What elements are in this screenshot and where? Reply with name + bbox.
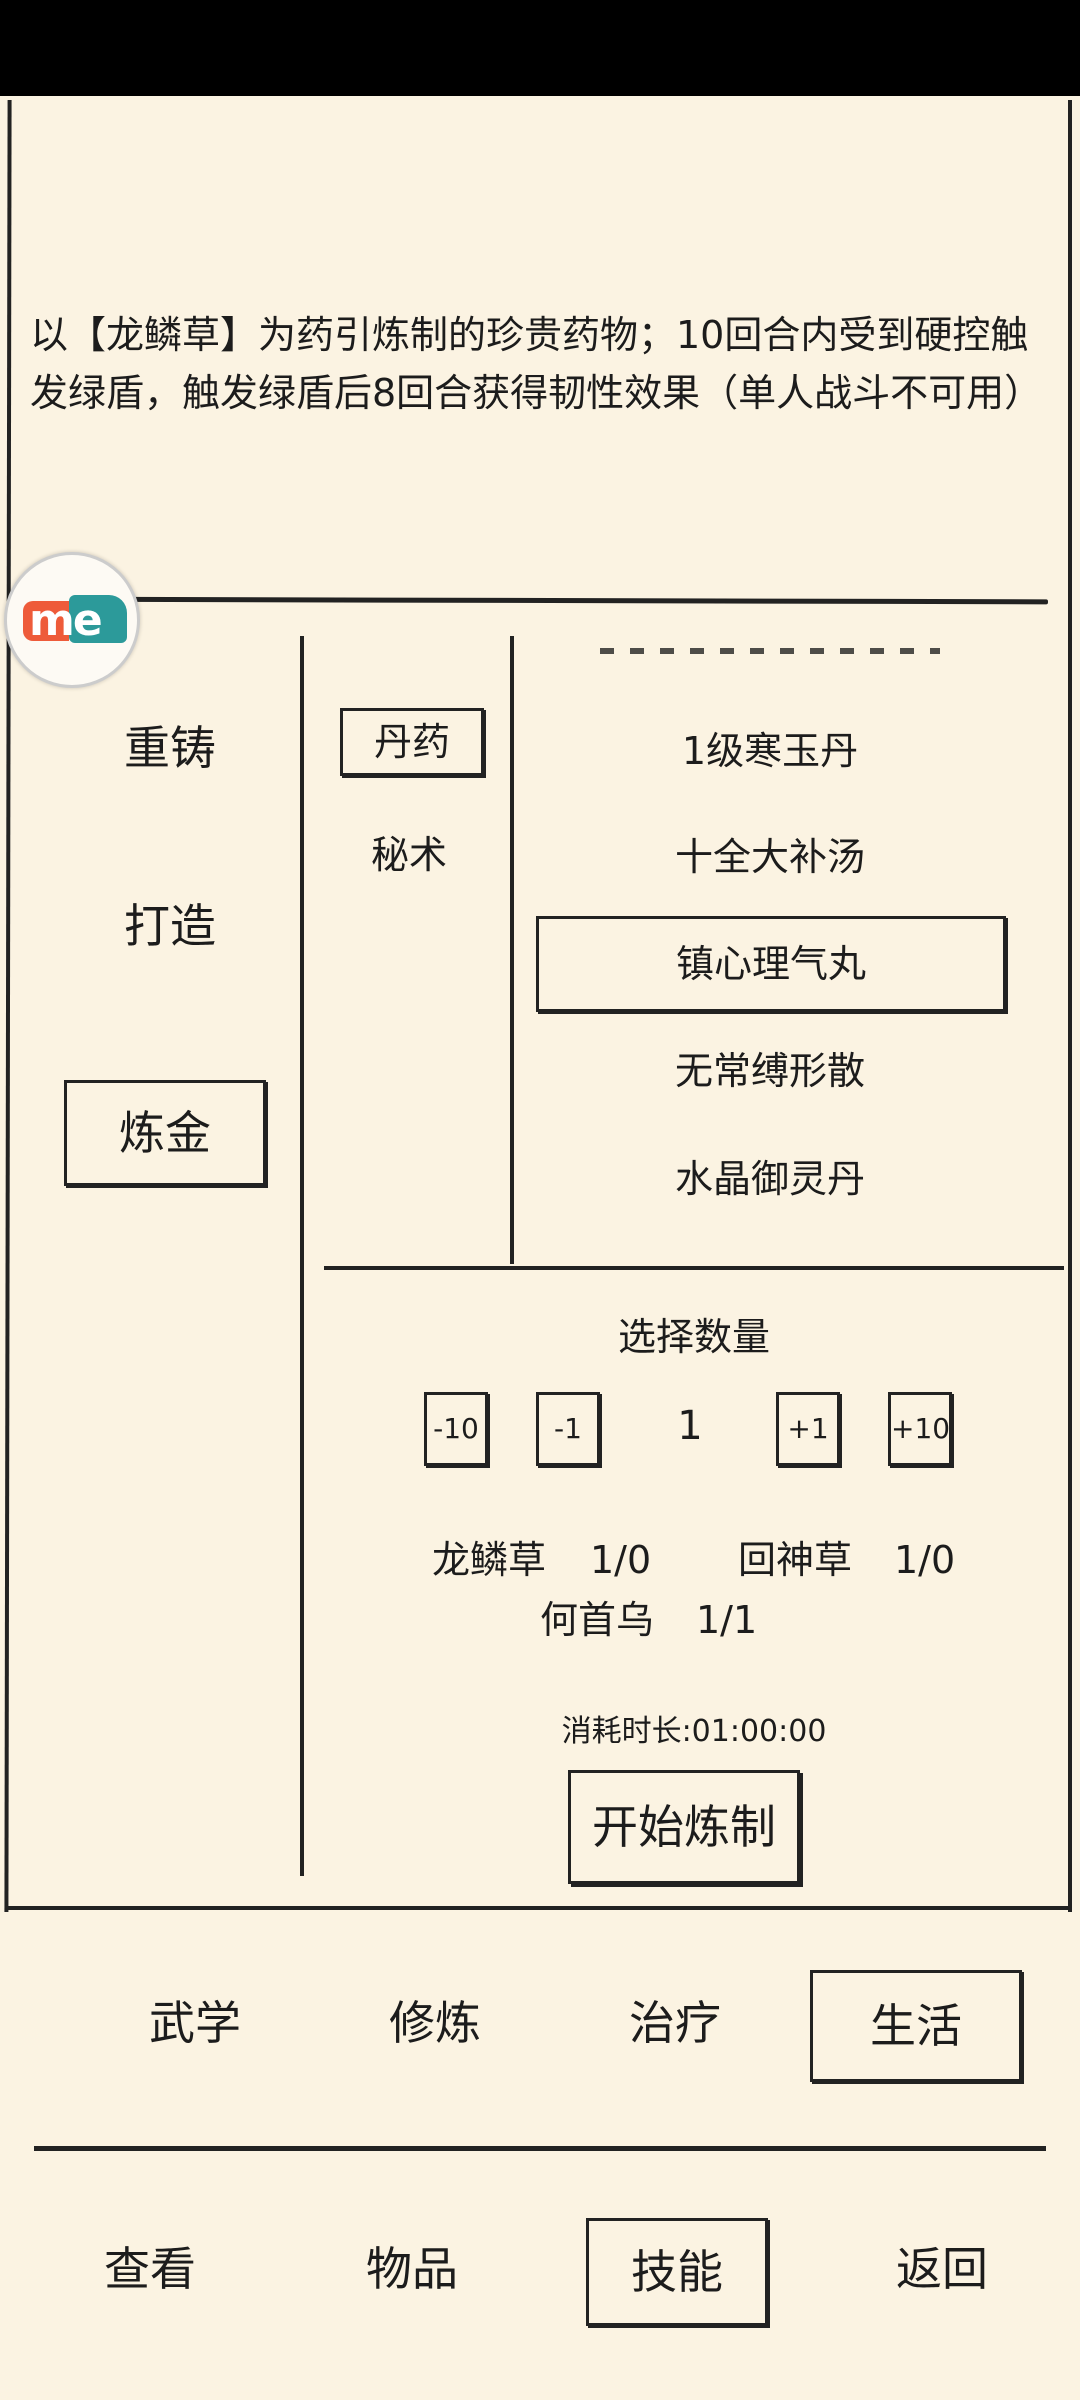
quantity-minus1-button[interactable]: -1	[536, 1392, 600, 1466]
material-name: 回神草	[738, 1538, 853, 1582]
recipe-item[interactable]: 无常缚形散	[674, 1049, 865, 1093]
item-description: 以【龙鳞草】为药引炼制的珍贵药物；10回合内受到硬控触发绿盾，触发绿盾后8回合获…	[30, 313, 1043, 415]
divider	[300, 636, 304, 1876]
recipe-item-selected[interactable]: 镇心理气丸	[536, 916, 1006, 1012]
floating-app-badge-icon[interactable]: me	[4, 552, 140, 688]
category-pills[interactable]: 丹药	[340, 708, 484, 776]
badge-text: me	[29, 595, 103, 646]
left-nav-reforge[interactable]: 重铸	[124, 721, 216, 775]
quantity-plus10-button[interactable]: +10	[888, 1392, 952, 1466]
panel-border	[1068, 100, 1072, 1912]
tab-healing[interactable]: 治疗	[629, 1996, 721, 2050]
quantity-plus1-button[interactable]: +1	[776, 1392, 840, 1466]
tab-life[interactable]: 生活	[810, 1970, 1022, 2082]
divider	[29, 596, 1049, 605]
left-nav-forge[interactable]: 打造	[124, 899, 216, 953]
tab-cultivation[interactable]: 修炼	[389, 1996, 481, 2050]
category-secret-arts[interactable]: 秘术	[370, 833, 447, 877]
recipe-item[interactable]: 水晶御灵丹	[674, 1157, 865, 1201]
status-bar	[0, 0, 1080, 96]
recipe-item-partial	[600, 640, 940, 662]
material-name: 龙鳞草	[432, 1538, 547, 1582]
panel-border	[6, 1906, 1072, 1910]
recipe-item[interactable]: 十全大补汤	[674, 835, 865, 879]
tab-martial-arts[interactable]: 武学	[149, 1996, 241, 2050]
nav-skills[interactable]: 技能	[586, 2218, 768, 2326]
material-count: 1/1	[696, 1598, 758, 1642]
divider	[34, 2146, 1046, 2151]
nav-back[interactable]: 返回	[896, 2242, 988, 2296]
nav-view[interactable]: 查看	[104, 2242, 196, 2296]
material-name: 何首乌	[540, 1598, 655, 1642]
recipe-item[interactable]: 1级寒玉丹	[681, 729, 859, 773]
material-count: 1/0	[590, 1538, 652, 1582]
duration-text: 消耗时长:01:00:00	[561, 1714, 827, 1749]
quantity-title: 选择数量	[617, 1315, 770, 1359]
quantity-value: 1	[677, 1403, 703, 1449]
divider	[510, 636, 514, 1264]
material-count: 1/0	[894, 1538, 956, 1582]
left-nav-alchemy[interactable]: 炼金	[64, 1080, 266, 1186]
quantity-minus10-button[interactable]: -10	[424, 1392, 488, 1466]
start-refine-button[interactable]: 开始炼制	[568, 1770, 800, 1884]
nav-items[interactable]: 物品	[366, 2242, 458, 2296]
panel-border	[4, 99, 12, 1913]
divider	[324, 1266, 1064, 1270]
